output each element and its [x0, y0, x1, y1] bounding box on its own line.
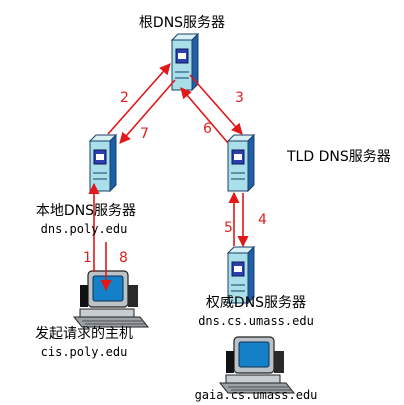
arrow-step-7 [119, 79, 176, 144]
requesting-host-name: cis.poly.edu [41, 345, 128, 359]
tld-dns-server-icon [227, 134, 255, 192]
step-label-3: 3 [235, 90, 244, 106]
target-host-computer-icon [219, 336, 295, 394]
step-label-2: 2 [120, 90, 129, 106]
authoritative-dns-server-host: dns.cs.umass.edu [198, 314, 314, 328]
arrow-step-3 [189, 74, 243, 135]
step-label-1: 1 [83, 250, 92, 266]
root-dns-server-label: 根DNS服务器 [139, 15, 225, 31]
step-label-7: 7 [140, 126, 149, 142]
requesting-host-label: 发起请求的主机 [35, 326, 133, 342]
step-label-5: 5 [224, 220, 233, 236]
local-dns-server-label: 本地DNS服务器 [36, 203, 136, 219]
arrow-step-2 [107, 63, 171, 135]
requesting-host-computer-icon [73, 270, 149, 328]
step-label-6: 6 [203, 121, 212, 137]
authoritative-dns-server-label: 权威DNS服务器 [206, 295, 306, 311]
target-host-name: gaia.cs.umass.edu [195, 388, 318, 402]
step-label-4: 4 [258, 212, 267, 228]
local-dns-server-host: dns.poly.edu [41, 222, 128, 236]
local-dns-server-icon [89, 134, 117, 192]
step-label-8: 8 [119, 250, 128, 266]
root-dns-server-icon [171, 33, 199, 91]
tld-dns-server-label: TLD DNS服务器 [286, 149, 391, 165]
arrow-step-6 [180, 87, 229, 144]
